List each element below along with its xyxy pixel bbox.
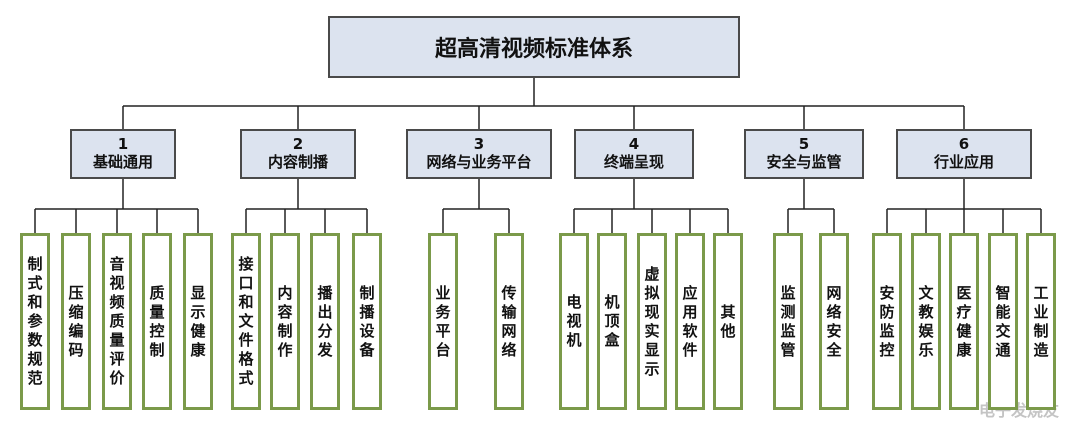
leaf-label: 显示健康 [190,283,206,359]
category-label: 终端呈现 [603,153,664,171]
leaf-box: 传输网络 [494,233,524,410]
leaf-box: 播出分发 [310,233,340,410]
leaf-label: 音视频质量评价 [109,255,125,387]
category-number: 4 [628,135,640,153]
leaf-label: 文教娱乐 [918,283,934,359]
leaf-label: 医疗健康 [956,283,972,359]
leaf-label: 传输网络 [501,283,517,359]
leaf-box: 虚拟现实显示 [637,233,667,410]
leaf-label: 工业制造 [1033,283,1049,359]
leaf-box: 机顶盒 [597,233,627,410]
leaf-box: 应用软件 [675,233,705,410]
diagram-title: 超高清视频标准体系 [434,37,633,62]
leaf-label: 网络安全 [826,283,842,359]
leaf-label: 制式和参数规范 [27,255,43,387]
leaf-box: 质量控制 [142,233,172,410]
leaf-box: 安防监控 [872,233,902,410]
leaf-box: 内容制作 [270,233,300,410]
leaf-box: 其他 [713,233,743,410]
leaf-label: 接口和文件格式 [238,255,254,387]
category-number: 5 [798,135,810,153]
leaf-box: 电视机 [559,233,589,410]
leaf-label: 其他 [720,302,736,340]
category-number: 3 [473,135,485,153]
leaf-box: 制式和参数规范 [20,233,50,410]
category-label: 网络与业务平台 [426,153,532,171]
leaf-label: 安防监控 [879,283,895,359]
leaf-label: 业务平台 [435,283,451,359]
leaf-box: 工业制造 [1026,233,1056,410]
leaf-box: 业务平台 [428,233,458,410]
leaf-box: 压缩编码 [61,233,91,410]
category-label: 安全与监管 [766,153,842,171]
leaf-box: 智能交通 [988,233,1018,410]
leaf-box: 网络安全 [819,233,849,410]
category-number: 2 [292,135,304,153]
leaf-box: 显示健康 [183,233,213,410]
leaf-label: 虚拟现实显示 [644,264,660,378]
leaf-label: 机顶盒 [604,293,620,349]
leaf-label: 制播设备 [359,283,375,359]
leaf-label: 质量控制 [149,283,165,359]
leaf-box: 制播设备 [352,233,382,410]
category-number: 6 [958,135,970,153]
category-number: 1 [117,135,129,153]
leaf-label: 应用软件 [682,283,698,359]
leaf-box: 医疗健康 [949,233,979,410]
category-label: 行业应用 [933,153,994,171]
leaf-label: 压缩编码 [68,283,84,359]
leaf-box: 监测监管 [773,233,803,410]
leaf-box: 音视频质量评价 [102,233,132,410]
leaf-label: 内容制作 [277,283,293,359]
leaf-box: 接口和文件格式 [231,233,261,410]
category-label: 基础通用 [92,153,153,171]
leaf-label: 播出分发 [317,283,333,359]
leaf-label: 智能交通 [995,283,1011,359]
leaf-label: 监测监管 [780,283,796,359]
category-label: 内容制播 [267,153,328,171]
root-title-box: 超高清视频标准体系 [328,16,740,78]
leaf-label: 电视机 [566,293,582,349]
leaf-box: 文教娱乐 [911,233,941,410]
